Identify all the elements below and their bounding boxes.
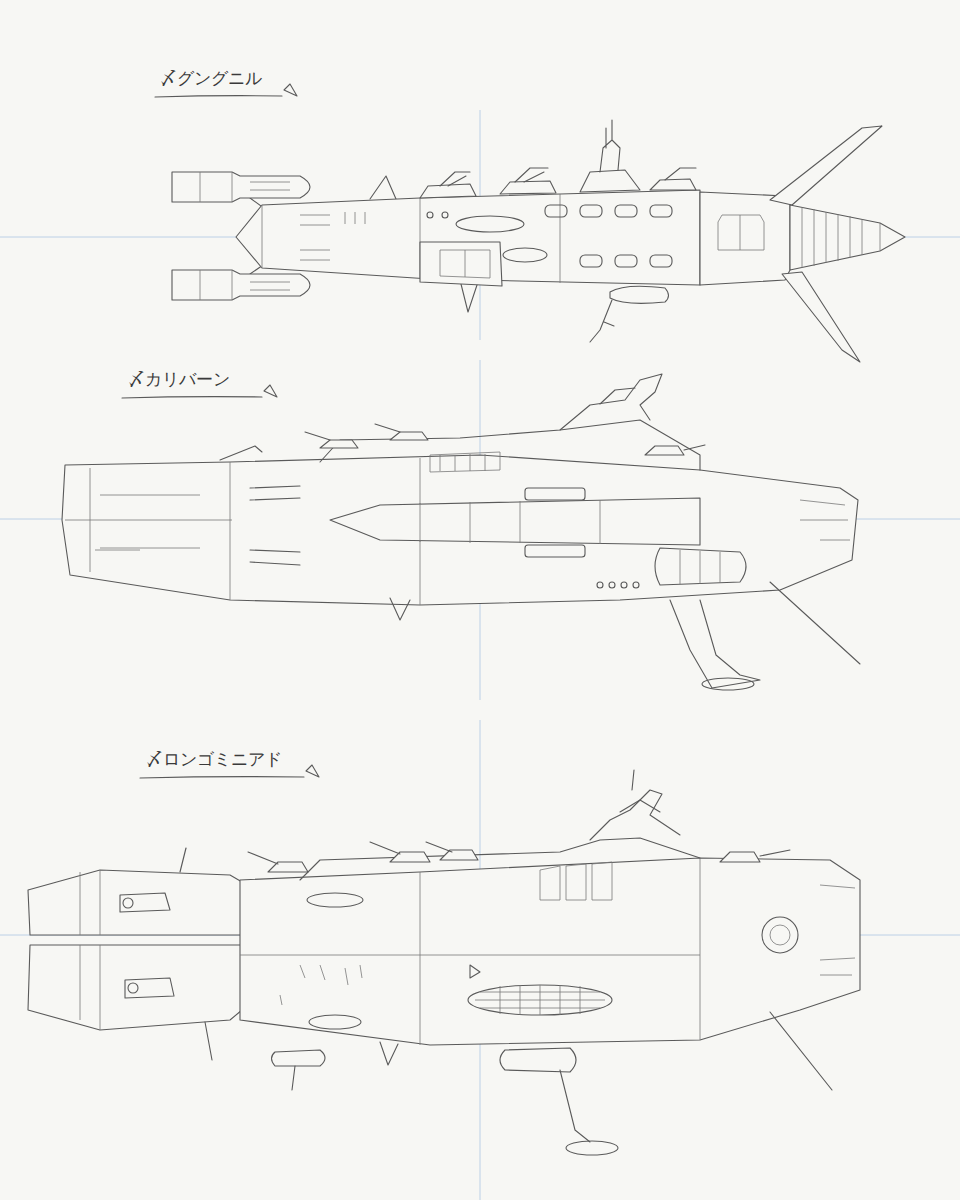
ship-two <box>62 374 860 690</box>
ship-name: 〆グングニル <box>160 68 262 88</box>
ship-name: 〆カリバーン <box>128 369 230 389</box>
guide-lines <box>0 110 960 1200</box>
ship-one <box>172 120 905 362</box>
label-underlines <box>122 84 319 778</box>
ship-three <box>28 770 860 1155</box>
ship-name: 〆ロンゴミニアド <box>146 749 282 769</box>
